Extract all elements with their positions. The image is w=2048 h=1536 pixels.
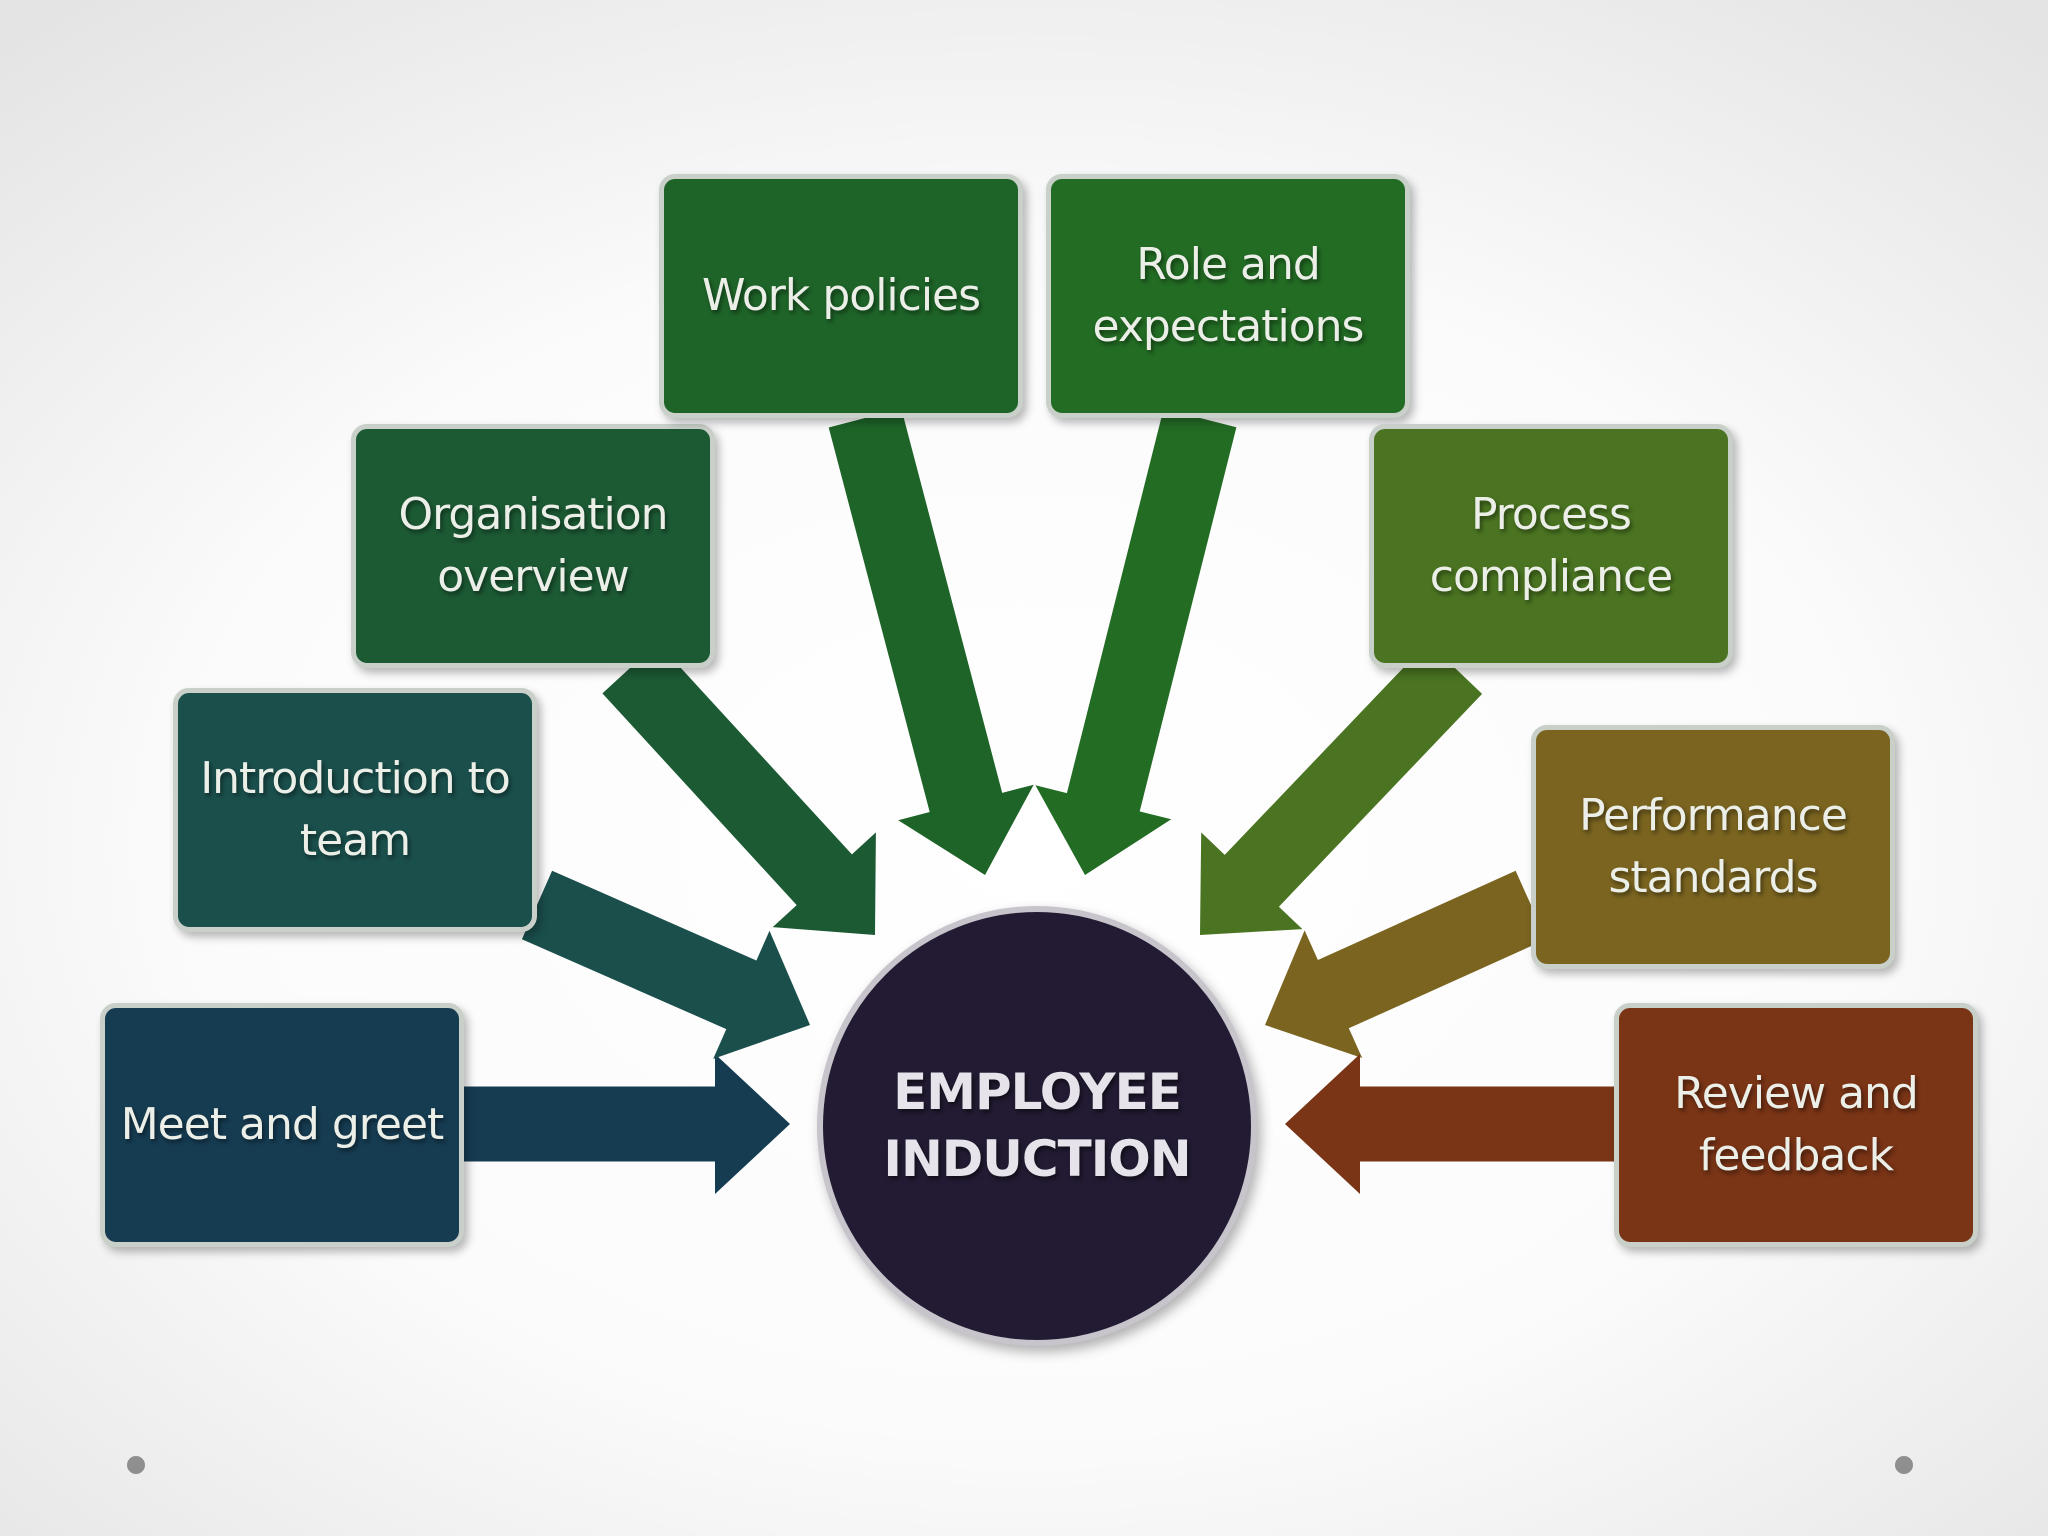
arrow-1 bbox=[521, 870, 810, 1059]
arrow-6 bbox=[1265, 870, 1547, 1058]
arrow-2 bbox=[602, 642, 876, 935]
box-role-and-expectations: Role and expectations bbox=[1046, 174, 1410, 418]
box-introduction-to-team: Introduction to team bbox=[173, 688, 537, 932]
box-work-policies: Work policies bbox=[659, 174, 1023, 418]
arrow-7 bbox=[1285, 1054, 1614, 1194]
arrow-5 bbox=[1200, 642, 1483, 935]
slide-dot-left bbox=[127, 1456, 145, 1474]
arrow-4 bbox=[1035, 408, 1237, 875]
center-circle-employee-induction: EMPLOYEE INDUCTION bbox=[817, 906, 1257, 1346]
box-performance-standards: Performance standards bbox=[1531, 725, 1895, 969]
arrow-0 bbox=[464, 1054, 790, 1194]
box-process-compliance: Process compliance bbox=[1369, 424, 1733, 668]
slide-dot-right bbox=[1895, 1456, 1913, 1474]
box-meet-and-greet: Meet and greet bbox=[100, 1003, 464, 1247]
box-organisation-overview: Organisation overview bbox=[351, 424, 715, 668]
arrow-3 bbox=[828, 408, 1034, 875]
box-review-and-feedback: Review and feedback bbox=[1614, 1003, 1978, 1247]
